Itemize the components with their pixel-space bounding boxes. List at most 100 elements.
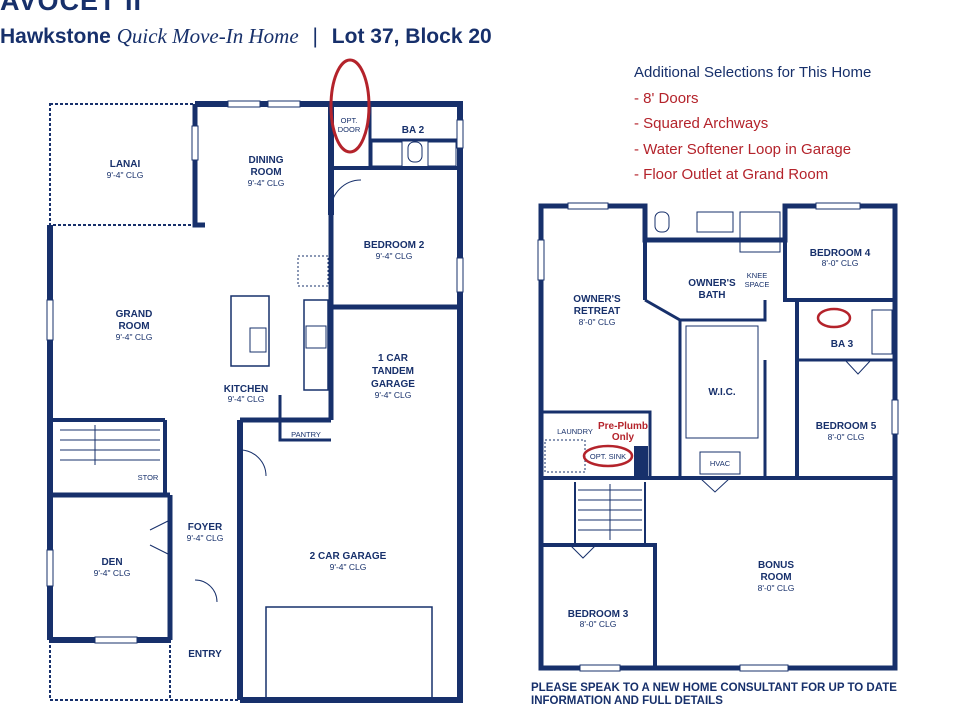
- bedroom2-label: BEDROOM 2: [364, 240, 425, 251]
- door-swing: [149, 519, 171, 556]
- window: [46, 299, 54, 341]
- interior-wall: [783, 206, 895, 302]
- door-swing: [699, 477, 731, 493]
- foyer-ceiling: 9'-4" CLG: [187, 533, 224, 543]
- tandem-garage-label: GARAGE: [371, 379, 415, 390]
- stairs: [60, 425, 160, 465]
- selection-item: - Water Softener Loop in Garage: [634, 140, 852, 158]
- interior-wall: [192, 104, 205, 228]
- window: [94, 636, 138, 644]
- first-floor-labels: LANAI 9'-4" CLG DINING ROOM 9'-4" CLG OP…: [94, 116, 425, 660]
- tandem-garage-ceiling: 9'-4" CLG: [375, 390, 412, 400]
- stairs: [578, 484, 642, 540]
- disclaimer-line: INFORMATION AND FULL DETAILS: [531, 695, 723, 707]
- selections-heading: Additional Selections for This Home: [634, 64, 872, 81]
- vanity: [371, 141, 403, 167]
- kitchen-label: KITCHEN: [224, 384, 268, 395]
- selection-item: - Floor Outlet at Grand Room: [634, 166, 829, 183]
- second-floor-labels: OWNER'S RETREAT 8'-0" CLG OWNER'S BATH K…: [557, 248, 877, 629]
- bedroom3-label: BEDROOM 3: [568, 609, 629, 620]
- dining-label: ROOM: [250, 167, 281, 178]
- bonus-room-ceiling: 8'-0" CLG: [758, 583, 795, 593]
- exterior-wall: [240, 307, 463, 703]
- bonus-room-label: BONUS: [758, 560, 794, 571]
- hvac-label: HVAC: [710, 459, 731, 468]
- foyer-label: FOYER: [188, 522, 223, 533]
- owners-retreat-label: RETREAT: [574, 306, 620, 317]
- window: [739, 664, 789, 672]
- window: [456, 257, 464, 293]
- owners-retreat-ceiling: 8'-0" CLG: [579, 317, 616, 327]
- plan-title: AVOCET II: [0, 0, 143, 16]
- bedroom5-label: BEDROOM 5: [816, 421, 877, 432]
- pre-plumb-note: Only: [612, 432, 635, 443]
- knee-space-label: KNEE: [747, 271, 767, 280]
- window: [46, 549, 54, 587]
- bedroom3-ceiling: 8'-0" CLG: [580, 619, 617, 629]
- tub: [871, 309, 893, 355]
- window: [227, 100, 261, 108]
- bedroom2-ceiling: 9'-4" CLG: [376, 251, 413, 261]
- door-swing: [844, 359, 872, 375]
- additional-selections: Additional Selections for This Home - 8'…: [634, 60, 871, 188]
- window: [891, 399, 899, 435]
- opt-door-label: DOOR: [338, 125, 361, 134]
- bedroom4-ceiling: 8'-0" CLG: [822, 258, 859, 268]
- window: [579, 664, 621, 672]
- knee-space-label: SPACE: [745, 280, 770, 289]
- owners-bath-label: BATH: [698, 290, 725, 301]
- exterior-wall: [169, 640, 240, 701]
- storage-label: STOR: [138, 473, 159, 482]
- window: [815, 202, 861, 210]
- interior-wall: [795, 300, 895, 480]
- laundry-appliances: [544, 439, 586, 473]
- community-name: Hawkstone: [0, 25, 111, 48]
- dining-ceiling: 9'-4" CLG: [248, 178, 285, 188]
- dining-label: DINING: [249, 155, 284, 166]
- bonus-room-label: ROOM: [760, 572, 791, 583]
- toilet: [407, 141, 423, 163]
- two-car-garage-ceiling: 9'-4" CLG: [330, 562, 367, 572]
- grand-room-label: ROOM: [118, 321, 149, 332]
- product-type: Quick Move-In Home: [116, 24, 299, 48]
- laundry-sink-block: [634, 446, 648, 476]
- shower: [739, 211, 781, 253]
- window: [456, 119, 464, 149]
- window: [191, 125, 199, 161]
- two-car-garage-label: 2 CAR GARAGE: [310, 551, 387, 562]
- selection-item: - Squared Archways: [634, 115, 769, 132]
- interior-wall: [574, 482, 646, 545]
- first-floor-plan: [46, 58, 464, 703]
- plan-subtitle: Hawkstone Quick Move-In Home | Lot 37, B…: [0, 24, 492, 49]
- opt-door-label: OPT.: [341, 116, 358, 125]
- den-ceiling: 9'-4" CLG: [94, 568, 131, 578]
- kitchen-counter: [303, 299, 329, 391]
- wic-shelving: [685, 325, 759, 439]
- entry-label: ENTRY: [188, 649, 222, 660]
- window: [567, 202, 609, 210]
- opt-sink-label: OPT. SINK: [590, 452, 626, 461]
- second-floor-plan: [537, 202, 899, 672]
- bedroom4-label: BEDROOM 4: [810, 248, 871, 259]
- kitchen-sink: [249, 327, 267, 353]
- garage-door: [265, 606, 433, 699]
- exterior-wall: [49, 640, 170, 701]
- pre-plumb-note: Pre-Plumb: [598, 421, 648, 432]
- door-swing: [239, 449, 267, 477]
- window: [267, 100, 301, 108]
- exterior-wall: [331, 101, 463, 307]
- owners-bath-label: OWNER'S: [688, 278, 736, 289]
- kitchen-ceiling: 9'-4" CLG: [228, 394, 265, 404]
- lanai-label: LANAI: [110, 159, 141, 170]
- lanai-ceiling: 9'-4" CLG: [107, 170, 144, 180]
- ba2-label: BA 2: [402, 125, 425, 136]
- toilet: [654, 211, 670, 233]
- tandem-garage-label: TANDEM: [372, 366, 414, 377]
- opt-door-highlight: [329, 58, 371, 154]
- door-swing: [194, 579, 218, 603]
- interior-wall: [541, 543, 657, 668]
- pantry-label: PANTRY: [291, 430, 321, 439]
- bedroom5-ceiling: 8'-0" CLG: [828, 432, 865, 442]
- disclaimer: PLEASE SPEAK TO A NEW HOME CONSULTANT FO…: [531, 682, 897, 708]
